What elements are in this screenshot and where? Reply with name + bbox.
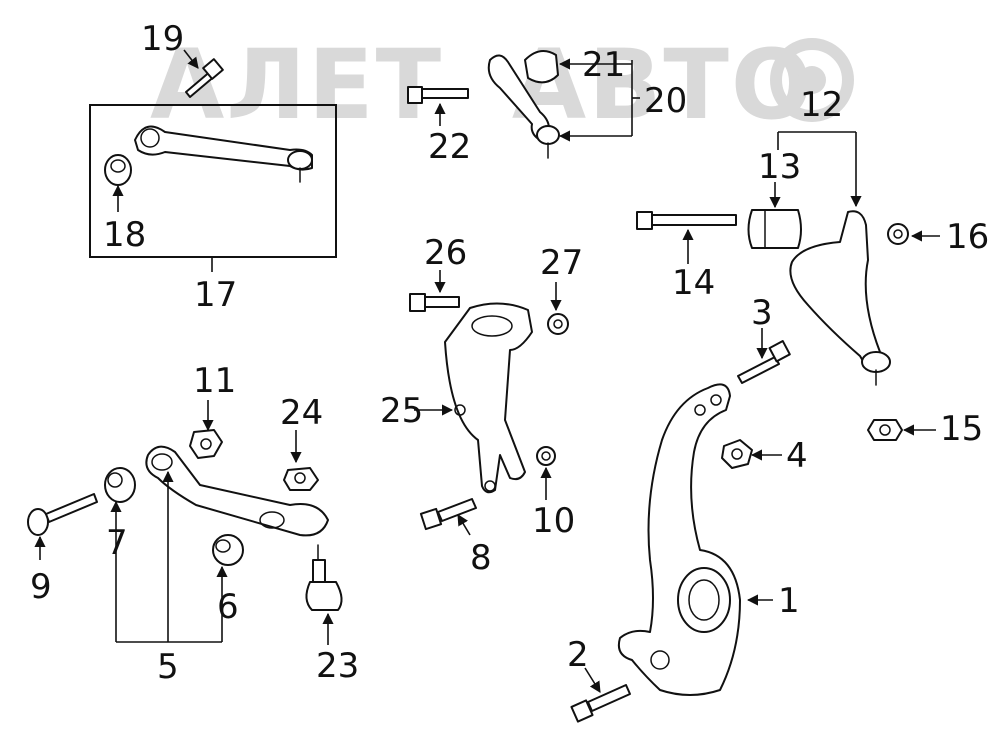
callout-5: 5 — [157, 647, 179, 687]
watermark: АЛЕТ АВТО — [150, 29, 814, 141]
bolt-3-part — [737, 340, 791, 384]
callout-13: 13 — [758, 147, 801, 187]
lower-arm-12-part — [789, 210, 891, 386]
callout-20: 20 — [644, 81, 687, 121]
callout-23: 23 — [316, 646, 359, 686]
callout-15: 15 — [940, 409, 983, 449]
callout-22: 22 — [428, 127, 471, 167]
leader-lines — [34, 49, 940, 693]
callout-16: 16 — [946, 217, 989, 257]
watermark-logo-icon — [770, 38, 854, 122]
callout-3: 3 — [751, 293, 773, 333]
callout-1: 1 — [778, 581, 800, 621]
bushing-21-part — [524, 50, 559, 84]
bolt-26-part — [409, 293, 460, 312]
upper-control-arm-part — [134, 125, 313, 183]
steering-knuckle-part — [617, 383, 741, 696]
callout-24: 24 — [280, 393, 323, 433]
bushing-7-part — [104, 467, 136, 503]
callout-27: 27 — [540, 243, 583, 283]
bracket-25-part — [444, 302, 533, 494]
bolt-22-part — [407, 86, 469, 104]
callout-6: 6 — [217, 587, 239, 627]
callout-17: 17 — [194, 275, 237, 315]
bolt-14-part — [636, 211, 737, 230]
callout-21: 21 — [582, 45, 625, 85]
bolt-19-part — [185, 58, 224, 98]
nut-24-part — [283, 467, 319, 491]
nut-11-part — [189, 429, 223, 459]
callout-19: 19 — [141, 19, 184, 59]
callout-7: 7 — [106, 523, 128, 563]
callout-26: 26 — [424, 233, 467, 273]
nut-16-part — [887, 223, 909, 245]
callout-4: 4 — [786, 436, 808, 476]
bolt-9-part — [27, 493, 98, 536]
callout-9: 9 — [30, 567, 52, 607]
nut-27-part — [547, 313, 569, 335]
bolt-2-part — [570, 684, 631, 723]
callout-8: 8 — [470, 538, 492, 578]
callout-12: 12 — [800, 85, 843, 125]
bushing-13-part — [747, 209, 802, 249]
bushing-18-part — [104, 154, 132, 186]
callout-25: 25 — [380, 391, 423, 431]
nut-15-part — [867, 419, 903, 441]
bushing-6-part — [212, 534, 244, 566]
callout-labels: 1 2 3 4 5 6 7 8 9 10 11 12 13 14 15 16 1… — [30, 19, 989, 687]
callout-2: 2 — [567, 635, 589, 675]
callout-11: 11 — [193, 361, 236, 401]
ball-joint-23-part — [305, 544, 343, 611]
callout-18: 18 — [103, 215, 146, 255]
upper-arm-20-part — [487, 54, 560, 159]
nut-4-part — [721, 439, 753, 469]
callout-10: 10 — [532, 501, 575, 541]
bolt-8-part — [419, 498, 477, 531]
lower-arm-5-part — [145, 445, 329, 537]
assembly-box-17 — [89, 104, 337, 258]
callout-14: 14 — [672, 263, 715, 303]
nut-10-part — [536, 446, 556, 466]
